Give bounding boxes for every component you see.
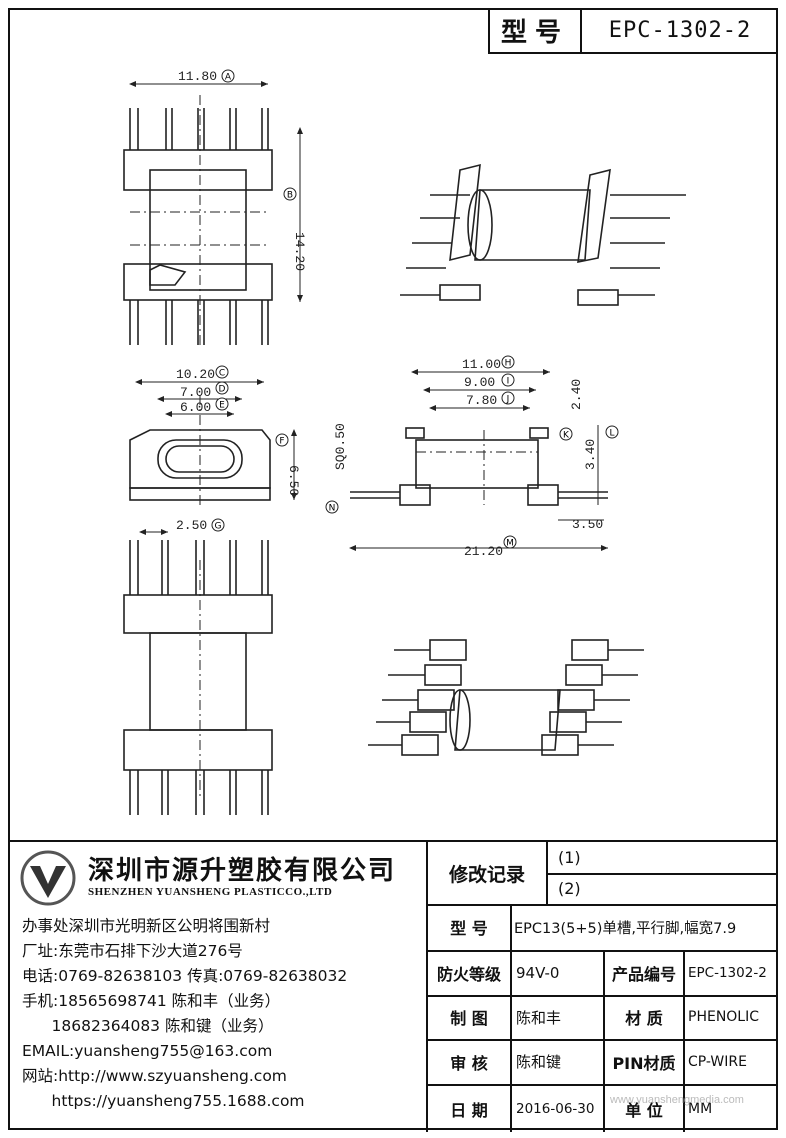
dim-marker-letter-a: A	[225, 73, 232, 83]
revision-label: 修改记录	[448, 863, 525, 886]
dim-marker-f	[275, 433, 289, 447]
dim-n-value: SQ0.50	[333, 423, 348, 470]
spec-table: 修改记录 (1) (2) 型 号 EPC13(5+5)单槽,平行脚,幅宽7.9 …	[428, 842, 778, 1132]
dim-j-value: 7.80	[466, 393, 497, 408]
bottom-view	[123, 529, 273, 815]
dim-marker-letter-c: C	[219, 369, 225, 379]
title-block: 型号 EPC-1302-2	[488, 8, 778, 54]
spec-model-label: 型 号	[450, 919, 488, 938]
revision-1: (1)	[558, 848, 581, 867]
dim-marker-letter-n: N	[329, 504, 336, 514]
dim-marker-letter-b: B	[287, 191, 293, 201]
revision-2: (2)	[558, 879, 581, 898]
dim-h-value: 11.00	[462, 357, 501, 372]
dim-marker-b	[283, 187, 297, 201]
product-code-value: EPC-1302-2	[688, 964, 767, 981]
front-view	[129, 379, 297, 505]
dim-marker-h	[501, 355, 515, 369]
dim-i-value: 9.00	[464, 375, 495, 390]
watermark: www.yuanshengmedia.com	[610, 1094, 744, 1106]
dim-marker-d	[215, 381, 229, 395]
dim-marker-n	[325, 500, 339, 514]
dim-p-value: 3.50	[572, 517, 603, 532]
company-name-en: SHENZHEN YUANSHENG PLASTICCO.,LTD	[88, 886, 333, 898]
top-view	[123, 81, 303, 345]
office-address: 办事处深圳市光明新区公明将围新村	[22, 917, 271, 935]
dim-k-value: 2.40	[569, 379, 584, 410]
dim-marker-g	[211, 518, 225, 532]
date-value: 2016-06-30	[516, 1101, 595, 1117]
dim-e-value: 6.00	[180, 400, 211, 415]
dim-marker-letter-d: D	[219, 385, 226, 395]
dim-marker-m	[503, 535, 517, 549]
dim-d-value: 7.00	[180, 385, 211, 400]
dim-f-value: 6.50	[286, 465, 301, 496]
side-view	[349, 369, 608, 551]
isometric-view-top	[400, 163, 686, 306]
dim-marker-letter-j: J	[506, 395, 510, 405]
drafter-value: 陈和丰	[516, 1008, 562, 1027]
drawing-sheet	[8, 8, 778, 1130]
company-logo-icon	[20, 850, 76, 906]
isometric-view-bottom	[368, 639, 644, 756]
date-label: 日 期	[450, 1101, 488, 1120]
dim-c-value: 10.20	[176, 367, 215, 382]
contact-block: 办事处深圳市光明新区公明将围新村厂址:东莞市石排下沙大道276号电话:0769-…	[22, 914, 347, 1114]
model-label: 型号	[490, 8, 582, 52]
dim-marker-letter-f: F	[279, 437, 284, 447]
dim-marker-c	[215, 365, 229, 379]
website-2: https://yuansheng755.1688.com	[22, 1092, 305, 1110]
model-number: EPC-1302-2	[608, 17, 752, 43]
spec-model-value: EPC13(5+5)单槽,平行脚,幅宽7.9	[514, 920, 737, 937]
material-label: 材 质	[625, 1009, 663, 1028]
material-value: PHENOLIC	[688, 1009, 760, 1025]
dim-marker-letter-i: I	[507, 377, 510, 387]
product-code-label: 产品编号	[611, 964, 676, 984]
dim-marker-i	[501, 373, 515, 387]
dim-g-value: 2.50	[176, 518, 207, 533]
pin-material-value: CP-WIRE	[688, 1053, 747, 1070]
fire-rating-value: 94V-0	[516, 963, 560, 982]
unit-label: 单 位	[625, 1101, 663, 1120]
technical-drawing: 11.80 14.20 10.20 7.00 6.00 6.50 2.50 11…	[123, 69, 686, 815]
company-header: 深圳市源升塑胶有限公司 SHENZHEN YUANSHENG PLASTICCO…	[18, 848, 418, 908]
phone-fax: 电话:0769-82638103 传真:0769-82638032	[22, 967, 348, 985]
dim-marker-l	[605, 425, 619, 439]
drafter-label: 制 图	[450, 1009, 488, 1028]
dim-marker-k	[559, 427, 573, 441]
dim-marker-letter-g: G	[215, 522, 222, 532]
reviewer-value: 陈和键	[516, 1053, 562, 1071]
dim-marker-letter-l: L	[609, 429, 614, 439]
dim-marker-e	[215, 397, 229, 411]
title-block-bottom: 深圳市源升塑胶有限公司 SHENZHEN YUANSHENG PLASTICCO…	[8, 840, 778, 1132]
company-info: 深圳市源升塑胶有限公司 SHENZHEN YUANSHENG PLASTICCO…	[8, 842, 428, 1132]
pin-material-label: PIN材质	[612, 1053, 676, 1073]
dim-marker-j	[501, 391, 515, 405]
dim-b-value: 14.20	[292, 232, 307, 271]
dim-m-value: 21.20	[464, 544, 503, 559]
dim-marker-letter-k: K	[563, 431, 570, 441]
dim-marker-a	[221, 69, 235, 83]
email: EMAIL:yuansheng755@163.com	[22, 1042, 273, 1060]
unit-value: MM	[688, 1101, 713, 1117]
company-name-cn: 深圳市源升塑胶有限公司	[88, 856, 397, 886]
dim-a-value: 11.80	[178, 69, 217, 84]
dim-marker-letter-h: H	[505, 359, 512, 369]
reviewer-label: 审 核	[450, 1053, 488, 1073]
dim-l-value: 3.40	[583, 439, 598, 470]
dim-marker-letter-e: E	[219, 401, 225, 411]
fire-rating-label: 防火等级	[436, 964, 501, 984]
dim-marker-letter-m: M	[506, 539, 514, 549]
website-1: 网站:http://www.szyuansheng.com	[22, 1067, 287, 1085]
mobile-2: 18682364083 陈和键（业务）	[22, 1017, 274, 1035]
factory-address: 厂址:东莞市石排下沙大道276号	[22, 942, 243, 960]
mobile-1: 手机:18565698741 陈和丰（业务）	[22, 992, 281, 1010]
